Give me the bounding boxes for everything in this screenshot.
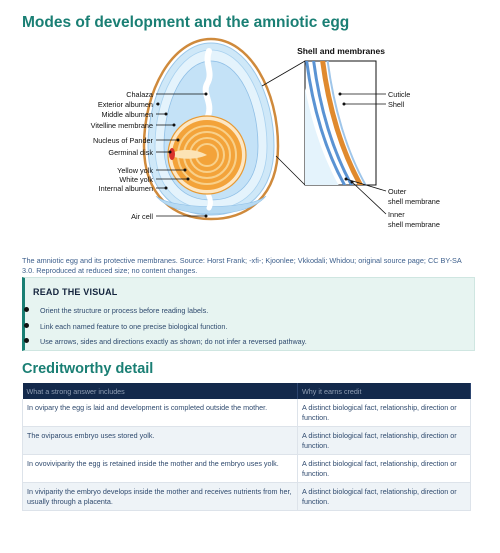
- table-row: In ovipary the egg is laid and developme…: [22, 399, 471, 427]
- label-germinal-disk: Germinal disk: [108, 148, 153, 157]
- list-item: Use arrows, sides and directions exactly…: [24, 337, 465, 353]
- label-exterior-albumen: Exterior albumen: [98, 100, 153, 109]
- table-row: In viviparity the embryo develops inside…: [22, 482, 471, 511]
- bullet-icon: [24, 338, 29, 343]
- section-title: Creditworthy detail: [22, 361, 154, 377]
- table-cell: In viviparity the embryo develops inside…: [22, 482, 298, 511]
- egg-diagram: Chalaza Exterior albumen Middle albumen …: [91, 37, 440, 229]
- inset-title: Shell and membranes: [297, 46, 385, 56]
- zoom-line-bottom: [275, 155, 306, 186]
- label-vitelline-membrane: Vitelline membrane: [91, 121, 153, 130]
- table-cell: A distinct biological fact, relationship…: [297, 399, 471, 427]
- zoom-line-top: [261, 60, 306, 87]
- amniotic-egg-figure: Chalaza Exterior albumen Middle albumen …: [0, 36, 500, 240]
- nucleus-of-pander: [174, 149, 207, 159]
- label-middle-albumen: Middle albumen: [101, 110, 153, 119]
- label-inner: Inner: [388, 210, 405, 219]
- table-row: In ovoviviparity the egg is retained ins…: [22, 454, 471, 483]
- label-outer: Outer: [388, 187, 407, 196]
- left-leader-lines: [156, 92, 208, 218]
- label-chalaza: Chalaza: [126, 90, 154, 99]
- column-header: What a strong answer includes: [22, 383, 298, 399]
- list-item-text: Orient the structure or process before r…: [40, 306, 209, 315]
- column-header: Why it earns credit: [297, 383, 471, 399]
- inset-outer-membrane: [312, 61, 354, 185]
- inset-inner-membrane: [305, 61, 347, 185]
- label-inner-shell-membrane: shell membrane: [388, 220, 440, 229]
- label-cuticle: Cuticle: [388, 90, 410, 99]
- label-outer-shell-membrane: shell membrane: [388, 197, 440, 206]
- air-cell: [155, 195, 267, 215]
- label-internal-albumen: Internal albumen: [99, 184, 153, 193]
- table-cell: In ovipary the egg is laid and developme…: [22, 399, 298, 427]
- inset-shell: [320, 61, 364, 185]
- table-cell: In ovoviviparity the egg is retained ins…: [22, 454, 298, 483]
- inset-cuticle: [326, 61, 367, 185]
- label-shell: Shell: [388, 100, 405, 109]
- table-cell: A distinct biological fact, relationship…: [297, 426, 471, 455]
- list-item-text: Use arrows, sides and directions exactly…: [40, 337, 307, 346]
- germinal-disk: [169, 148, 175, 160]
- figure-caption: The amniotic egg and its protective memb…: [22, 256, 462, 276]
- inset-inner-albumen: [305, 87, 339, 185]
- right-leader-lines: [338, 92, 387, 215]
- read-visual-list: Orient the structure or process before r…: [24, 306, 465, 353]
- table-header-row: What a strong answer includes Why it ear…: [22, 383, 471, 399]
- label-yellow-yolk: Yellow yolk: [117, 166, 153, 175]
- table-row: The oviparous embryo uses stored yolk. A…: [22, 426, 471, 455]
- list-item-text: Link each named feature to one precise b…: [40, 321, 228, 331]
- label-white-yolk: White yolk: [119, 175, 153, 184]
- list-item: Link each named feature to one precise b…: [24, 321, 465, 338]
- table-cell: The oviparous embryo uses stored yolk.: [22, 426, 298, 455]
- table-cell: A distinct biological fact, relationship…: [297, 454, 471, 483]
- read-visual-heading: READ THE VISUAL: [33, 287, 118, 297]
- label-air-cell: Air cell: [131, 212, 153, 221]
- shell-cross-section: [305, 61, 367, 185]
- list-item: Orient the structure or process before r…: [24, 306, 465, 322]
- table-cell: A distinct biological fact, relationship…: [297, 482, 471, 511]
- bullet-icon: [24, 322, 29, 328]
- bullet-icon: [24, 307, 29, 312]
- page-title: Modes of development and the amniotic eg…: [22, 14, 350, 31]
- chalaza-upper: [202, 48, 213, 119]
- label-nucleus-of-pander: Nucleus of Pander: [93, 136, 154, 145]
- read-visual-box: READ THE VISUAL Orient the structure or …: [22, 277, 475, 351]
- credit-table: What a strong answer includes Why it ear…: [22, 383, 471, 511]
